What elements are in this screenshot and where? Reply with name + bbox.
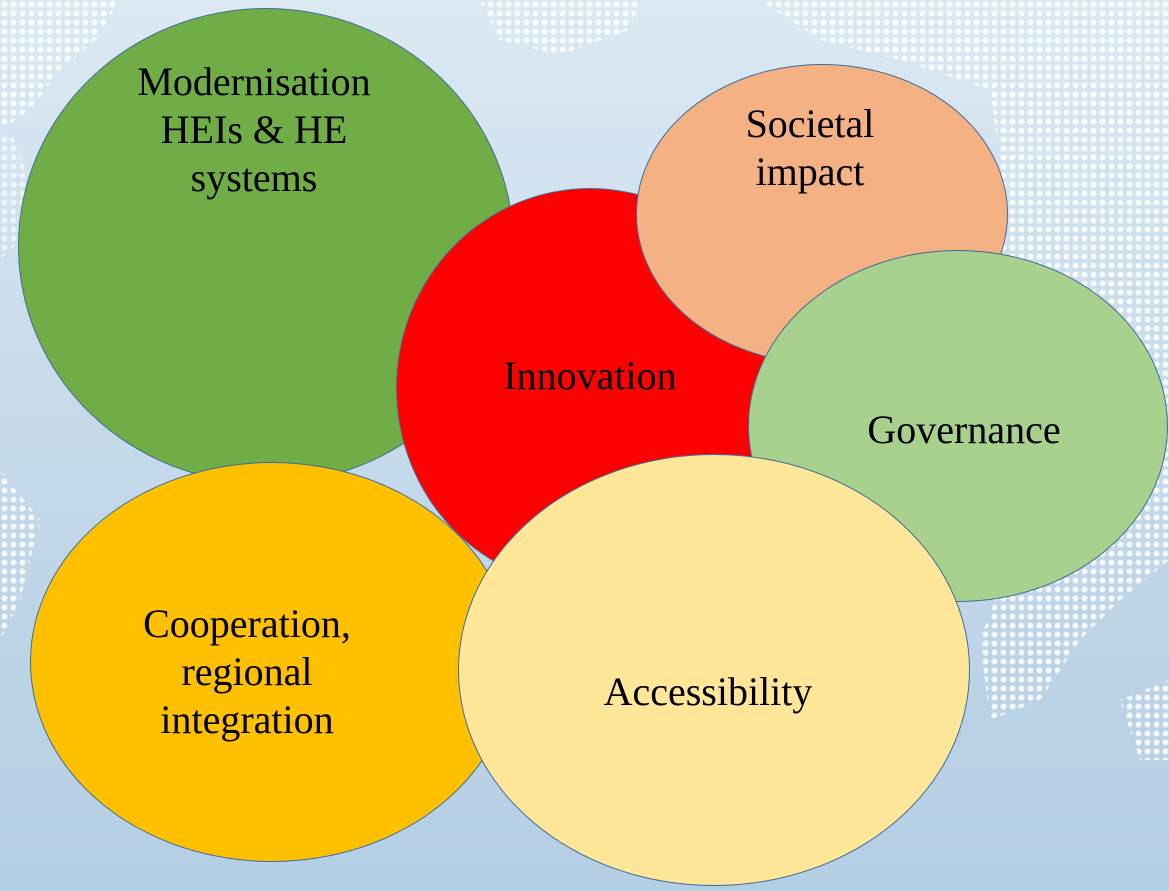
innovation-label: Innovation [503,353,677,398]
cooperation-bubble: Cooperation, regional integration [30,462,514,862]
accessibility-label: Accessibility [603,669,813,714]
cooperation-label: Cooperation, regional integration [143,601,351,742]
modernisation-label: Modernisation HEIs & HE systems [137,59,371,200]
accessibility-bubble: Accessibility [458,454,970,886]
societal-impact-label: Societal impact [745,101,875,194]
governance-label: Governance [867,407,1061,452]
